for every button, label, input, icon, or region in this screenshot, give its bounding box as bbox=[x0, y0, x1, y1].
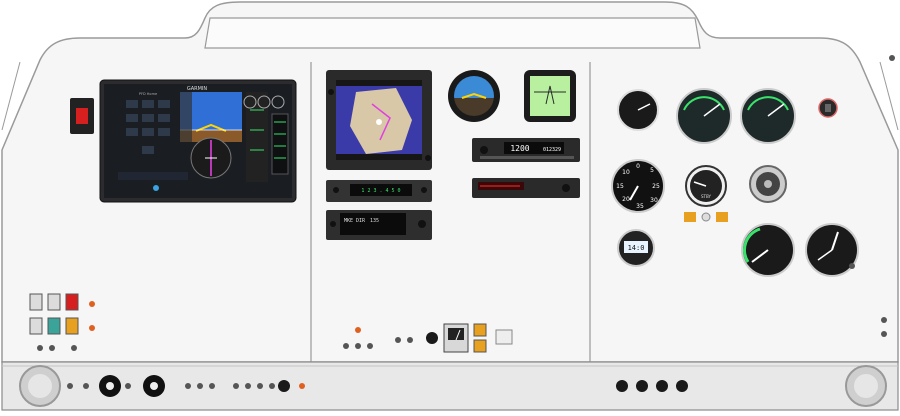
airspeed-tick-25: 25 bbox=[652, 183, 660, 190]
engine-control-knobs[interactable] bbox=[616, 380, 688, 392]
airspeed-tick-5: 5 bbox=[650, 167, 654, 174]
pfd-brand-label: GARMIN bbox=[187, 86, 208, 92]
center-switch-cluster[interactable] bbox=[343, 323, 513, 353]
fuel-quantity-gauge-left bbox=[676, 88, 732, 144]
com-radio[interactable]: 1 2 3 . 4 5 0 bbox=[326, 180, 432, 202]
mfd-inner-knob[interactable] bbox=[425, 155, 431, 161]
pfd-header-label: PFD Home bbox=[139, 92, 157, 96]
pfd-knob[interactable] bbox=[153, 185, 159, 191]
altimeter bbox=[805, 223, 859, 277]
pfd-display[interactable]: GARMIN PFD Home bbox=[99, 79, 297, 203]
pfd-airspeed-tape bbox=[180, 92, 192, 142]
vsi-label: STBY bbox=[701, 194, 712, 199]
airspeed-tick-30: 30 bbox=[650, 197, 658, 204]
heading-indicator bbox=[749, 165, 787, 203]
pfd-menu-icons[interactable] bbox=[126, 100, 170, 154]
com-radio-readout: 1 2 3 . 4 5 0 bbox=[361, 188, 400, 194]
electronic-standby-display[interactable] bbox=[524, 70, 576, 122]
transponder-readout: 012329 bbox=[543, 147, 561, 153]
pfd-softkey-bar[interactable] bbox=[118, 172, 188, 180]
audio-panel[interactable] bbox=[472, 178, 580, 198]
headset-jacks[interactable] bbox=[67, 375, 165, 397]
gps-nav-line2: 135 bbox=[370, 218, 379, 224]
pfd-engine-strip bbox=[243, 95, 289, 175]
airspeed-tick-15: 15 bbox=[616, 183, 624, 190]
annunciator-switch-panel[interactable] bbox=[29, 293, 95, 351]
bottom-breaker-row[interactable] bbox=[185, 380, 305, 392]
airspeed-tick-0: 0 bbox=[636, 163, 640, 170]
tachometer bbox=[741, 223, 795, 277]
gps-nav-line1: MKE DIR bbox=[344, 218, 366, 224]
airspeed-tick-10: 10 bbox=[622, 169, 630, 176]
transponder[interactable]: 1200 012329 bbox=[472, 138, 580, 162]
airspeed-tick-20: 20 bbox=[622, 196, 630, 203]
pfd-hsi bbox=[190, 137, 232, 179]
annunciator-lights-center bbox=[684, 212, 728, 222]
left-vent[interactable] bbox=[19, 365, 61, 407]
clock-readout: 14:0 bbox=[628, 244, 645, 252]
fuel-quantity-gauge-right bbox=[740, 88, 796, 144]
transponder-code: 1200 bbox=[510, 144, 529, 153]
gps-nav-unit[interactable]: MKE DIR 135 bbox=[326, 210, 432, 240]
ignition-switch[interactable] bbox=[818, 98, 838, 118]
airspeed-tick-35: 35 bbox=[636, 203, 644, 210]
mfd-gtn-display[interactable] bbox=[326, 70, 432, 170]
standby-attitude bbox=[448, 70, 500, 122]
digital-clock[interactable]: 14:0 bbox=[617, 229, 655, 267]
right-vent[interactable] bbox=[845, 365, 887, 407]
suction-gauge bbox=[617, 89, 659, 131]
altimeter-knob[interactable] bbox=[849, 263, 855, 269]
pfd-altitude-tape bbox=[246, 92, 268, 182]
vertical-speed-indicator: STBY bbox=[685, 165, 727, 207]
mfd-volume-knob[interactable] bbox=[328, 89, 334, 95]
master-switch[interactable] bbox=[70, 98, 94, 134]
airspeed-indicator: 0 5 10 15 20 25 30 35 bbox=[611, 159, 665, 213]
